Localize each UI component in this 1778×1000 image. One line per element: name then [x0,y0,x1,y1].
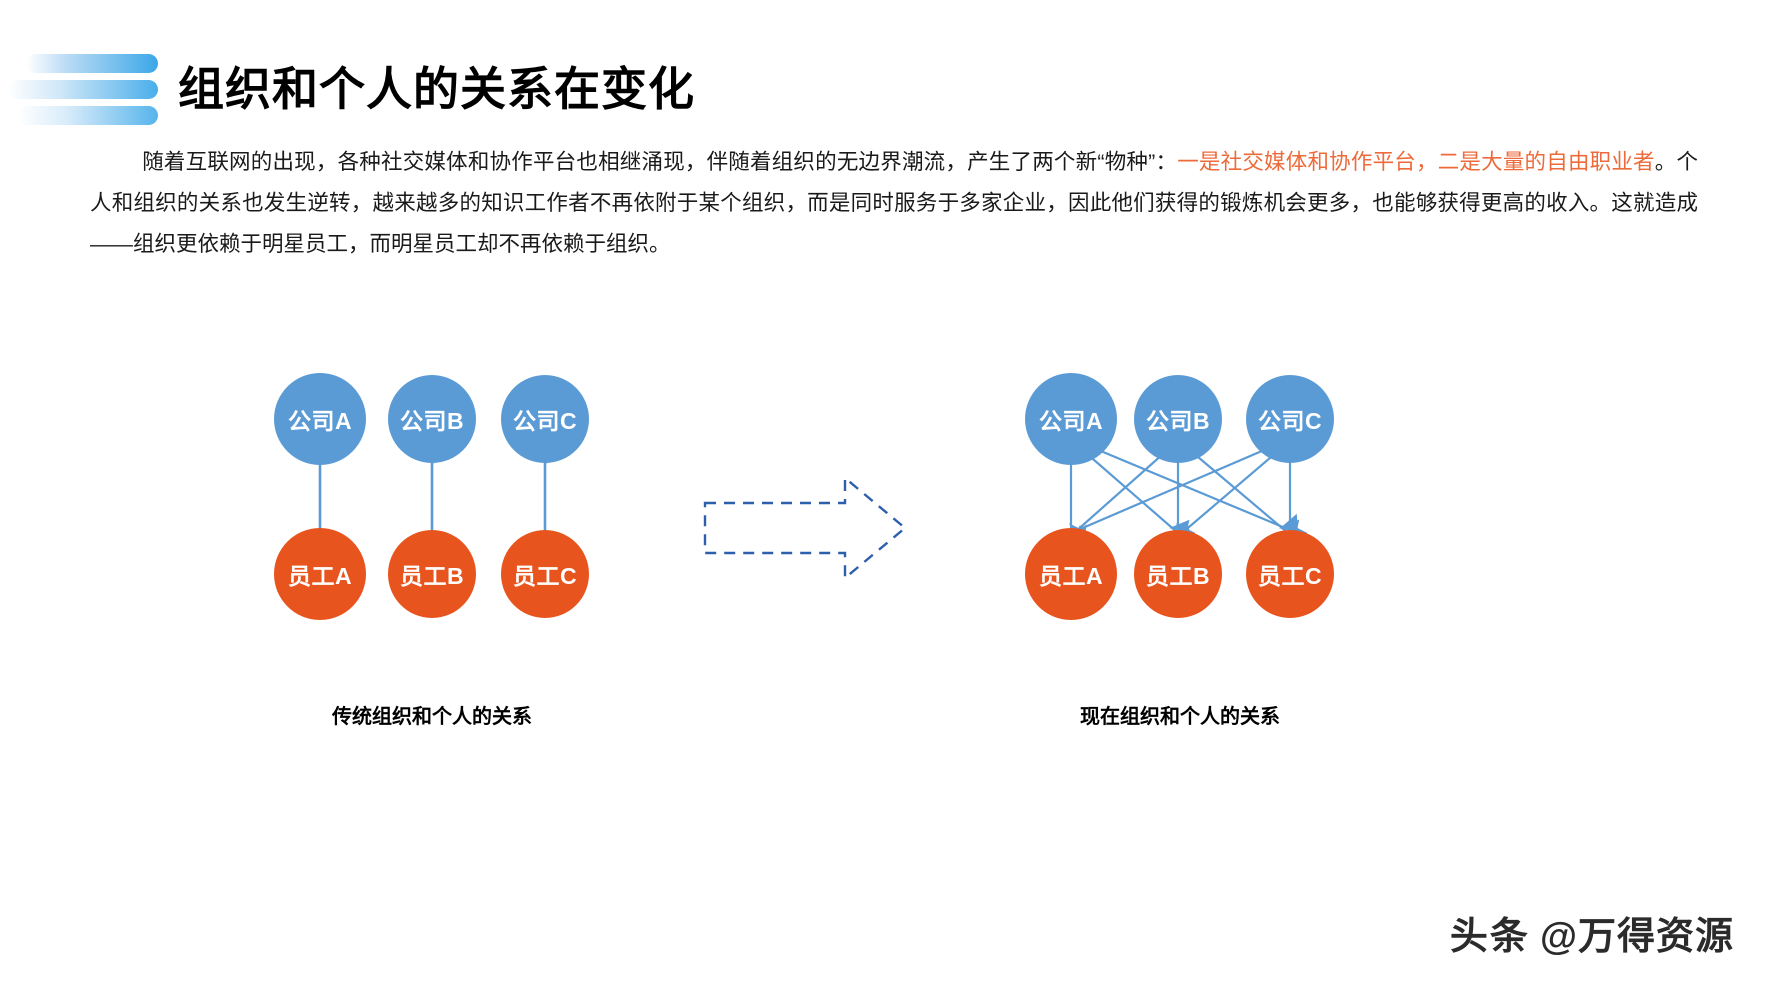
right-diagram-caption: 现在组织和个人的关系 [1080,706,1280,728]
right-company-node-b[interactable]: 公司B [1134,375,1222,463]
right-employee-node-b[interactable]: 员工B [1134,530,1222,618]
left-employee-node-b[interactable]: 员工B [388,530,476,618]
right-company-node-a[interactable]: 公司A [1025,373,1117,465]
node-label: 公司C [1257,408,1323,434]
node-label: 公司A [1038,408,1104,434]
relationship-diagram: 公司A 公司B 公司C 员工A 员工B 员工C 公司A 公司B 公司C 员工A [0,330,1778,770]
paragraph-highlight: 一是社交媒体和协作平台，二是大量的自由职业者 [1177,150,1655,174]
node-label: 员工A [287,563,353,589]
left-edges [299,440,548,535]
paragraph-segment-1: 随着互联网的出现，各种社交媒体和协作平台也相继涌现，伴随着组织的无边界潮流，产生… [142,150,1178,174]
left-diagram-caption: 传统组织和个人的关系 [332,706,532,728]
right-employee-node-c[interactable]: 员工C [1246,530,1334,618]
watermark: 头条 @万得资源 [1450,905,1734,960]
node-label: 员工B [399,563,465,589]
watermark-text: @万得资源 [1539,916,1734,958]
node-label: 员工B [1145,563,1211,589]
node-label: 员工C [1257,563,1323,589]
left-employee-node-c[interactable]: 员工C [501,530,589,618]
body-paragraph: 随着互联网的出现，各种社交媒体和协作平台也相继涌现，伴随着组织的无边界潮流，产生… [90,142,1698,265]
transition-arrow-icon [703,475,907,581]
page-title: 组织和个人的关系在变化 [178,63,695,115]
node-label: 公司B [399,408,465,434]
left-company-node-a[interactable]: 公司A [274,373,366,465]
left-company-node-c[interactable]: 公司C [501,375,589,463]
slide-header: 组织和个人的关系在变化 [0,24,1778,125]
three-bars-icon [8,50,168,130]
paragraph-segment-3: 。个人和组织的关系也发生逆转，越来越多的知识工作者不再依附于某个组织，而是同时服… [90,150,1698,256]
node-label: 公司C [512,408,578,434]
watermark-mark: 头条 [1449,916,1530,958]
right-company-node-c[interactable]: 公司C [1246,375,1334,463]
node-label: 员工C [512,563,578,589]
left-employee-node-a[interactable]: 员工A [274,528,366,620]
node-label: 公司B [1145,408,1211,434]
node-label: 员工A [1038,563,1104,589]
right-employee-node-a[interactable]: 员工A [1025,528,1117,620]
left-company-node-b[interactable]: 公司B [388,375,476,463]
node-label: 公司A [287,408,353,434]
